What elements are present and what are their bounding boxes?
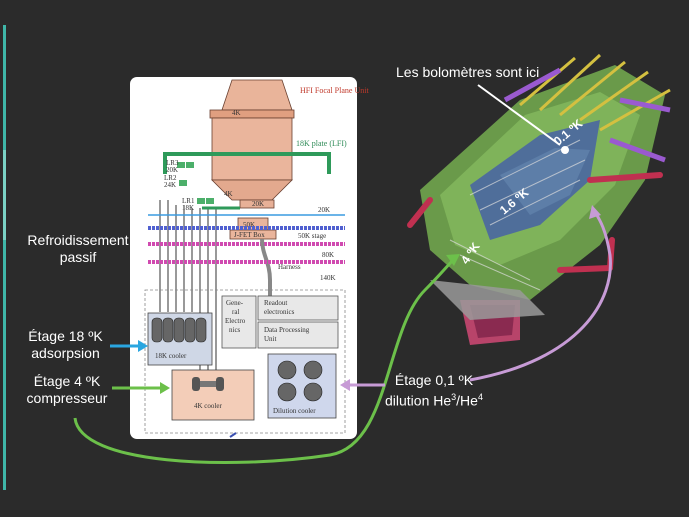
- stage01-he: dilution He: [385, 392, 452, 409]
- hfi-title-line: HFI Focal Plane Unit: [300, 86, 369, 95]
- lr3-label: LR3: [166, 159, 179, 167]
- red-struts: [407, 172, 663, 273]
- focal-plane-unit: 4K 4K 20K: [209, 79, 295, 209]
- unit-small-4k-label: 4K: [224, 190, 233, 198]
- arrow-01k: [340, 379, 385, 391]
- stage01-line-2: dilution He3/He4: [380, 389, 488, 410]
- dpu-line-1: Data Processing: [264, 326, 310, 334]
- readout-line-1: Readout: [264, 299, 287, 307]
- bottom-plate: [430, 280, 545, 320]
- stage4-line-2: compresseur: [26, 390, 108, 406]
- stage-01k-label: Étage 0,1 ºK dilution He3/He4: [380, 372, 488, 410]
- dpu-line-2: Unit: [264, 335, 277, 343]
- cooler-4k-label: 4K cooler: [194, 402, 222, 410]
- jfet-box-label: J-FET Box: [234, 231, 265, 239]
- unit-small-20k-label: 20K: [252, 200, 264, 208]
- detail-lines: [449, 139, 586, 291]
- arrow-4k: [112, 382, 170, 394]
- stage01-sup-4: 4: [477, 392, 483, 402]
- box-50k-label: 50K: [243, 221, 255, 229]
- ge-line-2: ral: [232, 308, 239, 316]
- general-electronics-label: Gene- ral Electro nics: [225, 299, 247, 334]
- lr1-temp-label: 18K: [182, 204, 194, 212]
- harness-label: Harness: [278, 263, 301, 271]
- schematic-panel: 4K 4K 20K HFI Focal Plane Unit 18K plate…: [130, 77, 369, 439]
- passive-cooling-label: Refroidissement passif: [18, 232, 138, 266]
- dpu-box: [257, 321, 339, 349]
- stage01-mid: /He: [456, 392, 478, 409]
- readout-line-2: electronics: [264, 308, 295, 316]
- cooler-18k-label: 18K cooler: [155, 352, 187, 360]
- bottom-blue-tick: [229, 432, 237, 438]
- plate-18k-label: 18K plate (LFI): [296, 139, 347, 148]
- arrow-01k-curve: [469, 205, 612, 382]
- readout-label: Readout electronics: [264, 299, 295, 316]
- readout-electronics-box: [257, 295, 339, 321]
- stage-50k-label: 50K stage: [298, 232, 326, 240]
- ge-line-4: nics: [229, 326, 241, 334]
- general-electronics-box: [221, 295, 257, 349]
- arrow-bolometers: [477, 84, 569, 154]
- left-edge-bar: [3, 25, 6, 490]
- stage-4k-label: Étage 4 ºK compresseur: [18, 373, 116, 407]
- passive-line-1: Refroidissement: [27, 232, 129, 248]
- service-module-frame: [144, 289, 346, 434]
- lr1-label: LR1: [182, 197, 195, 205]
- stage4-line-1: Étage 4 ºK: [33, 373, 101, 389]
- lr2-label: LR2: [164, 174, 177, 182]
- stage-140k-label: 140K: [320, 274, 336, 282]
- bolometers-label: Les bolomètres sont ici: [396, 64, 540, 80]
- stage01-sup-3: 3: [451, 392, 457, 402]
- arrow-18k: [110, 340, 148, 352]
- arrow-4k-curve: [73, 254, 460, 465]
- passive-brace: [139, 219, 154, 273]
- cooler-4k: 4K cooler: [171, 369, 255, 421]
- hfi-instrument: 0.1 ºK 1.6 ºK 4 ºK: [407, 53, 671, 345]
- lr3-temp-label: 20K: [166, 166, 178, 174]
- stage01-line-1: Étage 0,1 ºK: [394, 372, 474, 388]
- plate-18k: 18K plate (LFI): [163, 139, 347, 174]
- horn-struts: [519, 53, 671, 132]
- stage-20k-label: 20K: [318, 206, 330, 214]
- dilution-cooler-label: Dilution cooler: [273, 407, 316, 415]
- ge-line-3: Electro: [225, 317, 246, 325]
- stage18-line-2: adsorpsion: [31, 345, 100, 361]
- violet-tubes: [503, 67, 671, 163]
- dilution-cooler: Dilution cooler: [267, 353, 337, 419]
- left-edge-bar-highlight: [3, 150, 6, 240]
- hfi-focal-plane-title: HFI Focal Plane Unit: [300, 86, 369, 95]
- lr-boxes: LR3 20K LR2 24K LR1 18K: [164, 159, 214, 212]
- ge-line-1: Gene-: [226, 299, 244, 307]
- unit-4k-label: 4K: [232, 109, 241, 117]
- stage18-line-1: Étage 18 ºK: [28, 328, 103, 344]
- dpu-label: Data Processing Unit: [264, 326, 311, 343]
- stage-80k-label: 80K: [322, 251, 334, 259]
- lr2-temp-label: 24K: [164, 181, 176, 189]
- passive-line-2: passif: [59, 249, 97, 265]
- cooler-18k: 18K cooler: [147, 312, 213, 366]
- stage-18k-label: Étage 18 ºK adsorpsion: [18, 328, 113, 362]
